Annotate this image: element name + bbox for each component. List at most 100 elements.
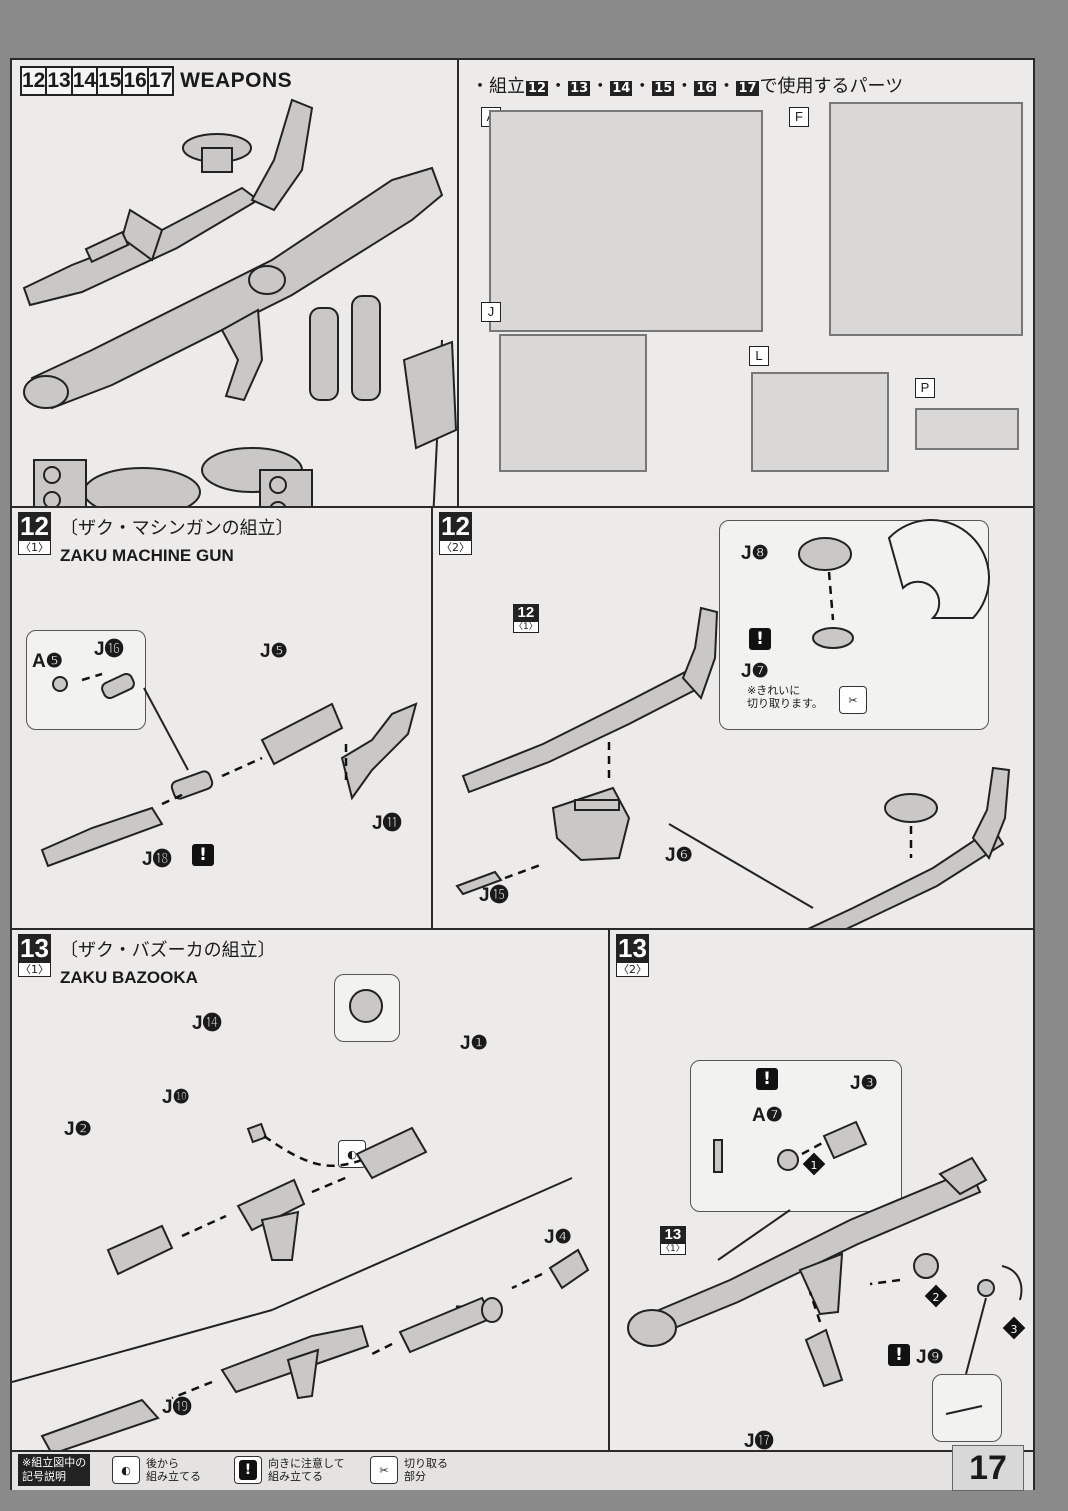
part-label: J❾ <box>916 1347 944 1368</box>
step-number: 12 〈2〉 <box>439 512 472 555</box>
exclamation-icon: ! <box>756 1068 778 1090</box>
parts-step: 17 <box>736 81 759 96</box>
step-sub-number: 〈1〉 <box>18 540 51 555</box>
detail-inset <box>690 1060 902 1212</box>
parts-step: 14 <box>610 81 633 96</box>
step-number-box: 14 <box>70 66 99 96</box>
part-label: J⓮ <box>192 1013 222 1034</box>
runner-label-l: L <box>749 346 769 366</box>
step-number-box: 12 <box>20 66 48 96</box>
legend-text: 切り取る 部分 <box>404 1457 448 1483</box>
instruction-sheet: 12 13 14 15 16 17 WEAPONS <box>10 58 1035 1490</box>
step-12-1-panel: 12 〈1〉 〔ザク・マシンガンの組立〕 ZAKU MACHINE GUN A❺… <box>12 508 433 930</box>
heat-hawk-illustration <box>402 339 457 506</box>
weapons-overview-panel: 12 13 14 15 16 17 WEAPONS <box>12 60 459 508</box>
part-label: J❻ <box>665 845 693 866</box>
part-label: A❼ <box>752 1105 783 1126</box>
part-label: J❽ <box>741 543 769 564</box>
step-number-value: 13 <box>18 933 51 963</box>
legend-text: 向きに注意して 組み立てる <box>268 1457 345 1483</box>
legend-title: ※組立図中の 記号説明 <box>18 1454 91 1486</box>
runner-label-p: P <box>915 378 935 398</box>
drum-magazines-illustration <box>309 295 381 401</box>
step-title: 〔ザク・バズーカの組立〕 ZAKU BAZOOKA <box>60 936 276 988</box>
step-title-jp: 〔ザク・バズーカの組立〕 <box>60 940 276 961</box>
runner-l <box>751 372 889 472</box>
runner-j <box>499 334 647 472</box>
runner-label-f: F <box>789 107 809 127</box>
part-label: J❸ <box>850 1073 878 1094</box>
step-sub-number: 〈1〉 <box>18 962 51 977</box>
parts-step: 12 <box>526 81 549 96</box>
runner-label-j: J <box>481 302 501 322</box>
part-label: J❷ <box>64 1119 92 1140</box>
step-number: 13 〈2〉 <box>616 934 649 977</box>
step-number: 12 〈1〉 <box>18 512 51 555</box>
exclamation-icon: ! <box>749 628 771 650</box>
part-label: J⓫ <box>372 813 402 834</box>
runner-f <box>829 102 1023 336</box>
magazine-holsters-illustration <box>33 447 313 506</box>
part-label: J⓳ <box>162 1397 192 1418</box>
order-mark-3: 3 <box>1002 1316 1026 1340</box>
step-12-2-panel: 12 〈2〉 12 〈1〉 J❽ ! J❼ ※きれいに 切り取ります。 ✂ J❻… <box>433 508 1035 930</box>
ref-step-sub: 〈1〉 <box>660 1243 686 1255</box>
symbol-legend: ※組立図中の 記号説明 ◐ 後から 組み立てる ! 向きに注意して 組み立てる … <box>12 1450 1033 1490</box>
step-title-jp: 〔ザク・マシンガンの組立〕 <box>60 518 294 539</box>
parts-title-suffix: で使用するパーツ <box>759 76 904 97</box>
step-13-1-panel: 13 〈1〉 〔ザク・バズーカの組立〕 ZAKU BAZOOKA J⓮ J❶ J… <box>12 930 610 1450</box>
reference-step: 13 〈1〉 <box>660 1226 686 1255</box>
reference-step: 12 〈1〉 <box>513 604 539 633</box>
ref-step-number: 13 <box>660 1226 686 1243</box>
step-title-en: ZAKU MACHINE GUN <box>60 546 234 565</box>
part-label: J❺ <box>260 641 288 662</box>
parts-step: 13 <box>568 81 591 96</box>
step-13-1-diagram <box>12 989 590 1450</box>
step-number-box: 16 <box>121 66 149 96</box>
order-mark-1: 1 <box>802 1152 826 1176</box>
step-number: 13 〈1〉 <box>18 934 51 977</box>
detail-inset <box>932 1374 1002 1442</box>
ref-step-sub: 〈1〉 <box>513 621 539 633</box>
machine-gun-illustration <box>22 98 314 307</box>
weapons-illustration <box>22 98 457 506</box>
step-title-en: ZAKU BAZOOKA <box>60 968 198 987</box>
exclamation-icon: ! <box>888 1344 910 1366</box>
legend-text: 後から 組み立てる <box>146 1457 201 1483</box>
cutter-icon: ✂ <box>839 686 873 714</box>
exclamation-icon: ! <box>234 1456 262 1484</box>
step-number-value: 12 <box>439 511 472 541</box>
part-label: J⓰ <box>94 639 124 660</box>
part-label: J⓲ <box>142 849 172 870</box>
order-mark-2: 2 <box>924 1284 948 1308</box>
cutter-icon: ✂ <box>370 1456 398 1484</box>
step-12-2-diagram <box>455 519 1011 928</box>
step-number-box: 13 <box>45 66 73 96</box>
step-number-value: 13 <box>616 933 649 963</box>
parts-step: 15 <box>652 81 675 96</box>
runner-p <box>915 408 1019 450</box>
step-sub-number: 〈2〉 <box>616 962 649 977</box>
step-12-1-diagram <box>40 672 418 868</box>
page-number: 17 <box>952 1445 1024 1491</box>
exclamation-icon: ! <box>192 844 214 866</box>
step-sub-number: 〈2〉 <box>439 540 472 555</box>
step-13-2-diagram: 1 2 3 <box>627 1120 1026 1415</box>
legend-item: ! 向きに注意して 組み立てる <box>234 1456 345 1484</box>
bazooka-illustration <box>23 166 444 410</box>
part-label: A❺ <box>32 651 63 672</box>
part-label: J⓯ <box>479 885 509 906</box>
step-number-value: 12 <box>18 511 51 541</box>
runner-a <box>489 110 763 332</box>
part-label: J⓱ <box>744 1431 774 1450</box>
legend-item: ✂ 切り取る 部分 <box>370 1456 448 1484</box>
part-label: J❶ <box>460 1033 488 1054</box>
order-mark-text: 2 <box>933 1291 940 1304</box>
part-label: J❹ <box>544 1227 572 1248</box>
step-13-2-panel: 13 〈2〉 13 〈1〉 ! A❼ J❸ J❾ ! J⓱ 1 <box>610 930 1035 1450</box>
weapons-header: 12 13 14 15 16 17 WEAPONS <box>20 66 292 96</box>
order-mark-text: 3 <box>1011 1323 1018 1336</box>
parts-step: 16 <box>694 81 717 96</box>
